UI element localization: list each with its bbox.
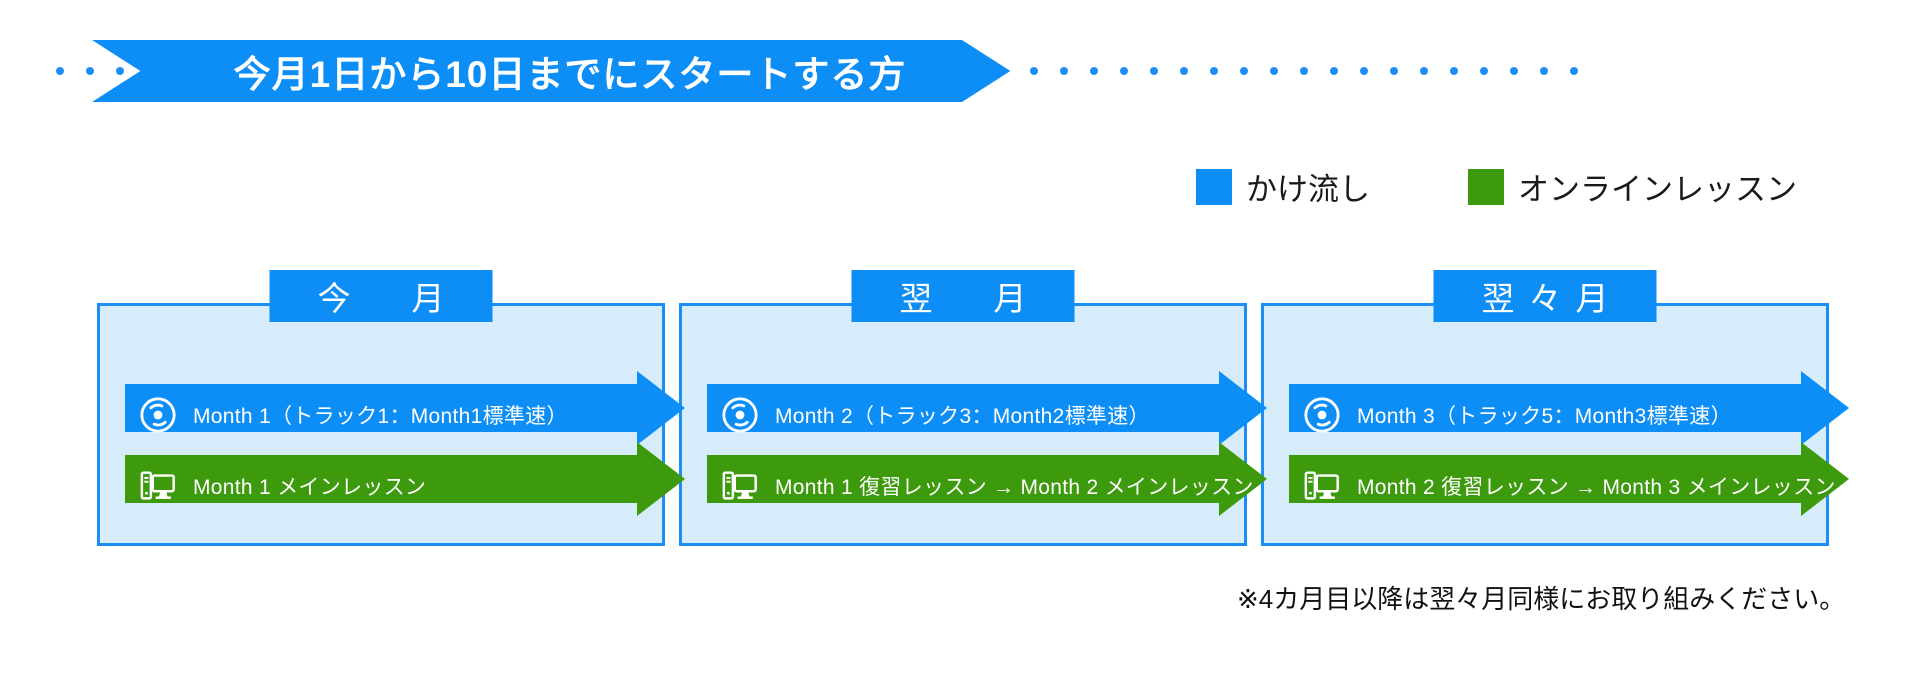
dot-icon (1030, 67, 1038, 75)
dot-icon (1180, 67, 1188, 75)
arrow-label: Month 2（トラック3：Month2標準速） (775, 404, 1150, 428)
dot-icon (1270, 67, 1278, 75)
panel-header-label: 今 月 (269, 270, 493, 322)
banner-row: 今月1日から10日までにスタートする方 (0, 40, 1920, 102)
arrow-bar-audio-month2: Month 2（トラック3：Month2標準速） (707, 371, 1267, 445)
arrow-bar-lesson-month1: Month 1 メインレッスン (125, 442, 685, 516)
dot-icon (1360, 67, 1368, 75)
legend-label: オンラインレッスン (1518, 172, 1797, 207)
arrow-label: Month 1 復習レッスン → Month 2 メインレッスン (775, 475, 1254, 499)
arrow-body (707, 455, 1219, 503)
arrow-label: Month 1 メインレッスン (193, 475, 427, 499)
dot-icon (1240, 67, 1248, 75)
dot-icon (1450, 67, 1458, 75)
arrow-bar-lesson-month2: Month 1 復習レッスン → Month 2 メインレッスン (707, 442, 1267, 516)
dot-icon (1300, 67, 1308, 75)
arrow-body (125, 384, 637, 432)
legend: かけ流し オンラインレッスン (1196, 164, 1797, 209)
dot-icon (1330, 67, 1338, 75)
blue-square-icon (1196, 168, 1232, 205)
dot-icon (1150, 67, 1158, 75)
cd-disc-icon (1303, 396, 1341, 434)
dot-icon (86, 67, 94, 75)
dotted-line-left (56, 67, 124, 75)
dot-icon (1090, 67, 1098, 75)
cd-disc-icon (721, 396, 759, 434)
cd-disc-icon (139, 396, 177, 434)
dot-icon (56, 67, 64, 75)
arrow-bar-lesson-month3: Month 2 復習レッスン → Month 3 メインレッスン (1289, 442, 1849, 516)
arrow-body (1289, 455, 1801, 503)
headline-text: 今月1日から10日までにスタートする方 (233, 54, 907, 95)
legend-label: かけ流し (1246, 172, 1370, 207)
dot-icon (1480, 67, 1488, 75)
arrow-bar-audio-month1: Month 1（トラック1：Month1標準速） (125, 371, 685, 445)
dot-icon (1510, 67, 1518, 75)
dot-icon (1570, 67, 1578, 75)
footnote-text: ※4カ月目以降は翌々月同様にお取り組みください。 (1237, 584, 1846, 614)
dot-icon (1060, 67, 1068, 75)
arrow-head-icon (637, 442, 685, 516)
arrow-bar-audio-month3: Month 3（トラック5：Month3標準速） (1289, 371, 1849, 445)
dot-icon (1120, 67, 1128, 75)
dotted-line-right (1030, 67, 1578, 75)
arrow-body (125, 455, 637, 503)
arrow-body (707, 384, 1219, 432)
arrow-label: Month 3（トラック5：Month3標準速） (1357, 404, 1732, 428)
panel-header-label: 翌 月 (851, 270, 1075, 322)
dot-icon (1210, 67, 1218, 75)
desktop-computer-icon (1303, 467, 1341, 505)
arrow-label: Month 1（トラック1：Month1標準速） (193, 404, 568, 428)
dot-icon (116, 67, 124, 75)
arrow-label: Month 2 復習レッスン → Month 3 メインレッスン (1357, 475, 1836, 499)
panel-header-label: 翌々月 (1433, 270, 1657, 322)
arrow-head-icon (637, 371, 685, 445)
arrow-head-icon (1801, 371, 1849, 445)
legend-item-kakenagashi: かけ流し (1196, 164, 1370, 209)
dot-icon (1390, 67, 1398, 75)
legend-item-online-lesson: オンラインレッスン (1468, 164, 1797, 209)
dot-icon (1420, 67, 1428, 75)
desktop-computer-icon (721, 467, 759, 505)
dot-icon (1540, 67, 1548, 75)
desktop-computer-icon (139, 467, 177, 505)
arrow-body (1289, 384, 1801, 432)
arrow-head-icon (1219, 371, 1267, 445)
green-square-icon (1468, 168, 1504, 205)
headline-ribbon: 今月1日から10日までにスタートする方 (92, 40, 1022, 102)
